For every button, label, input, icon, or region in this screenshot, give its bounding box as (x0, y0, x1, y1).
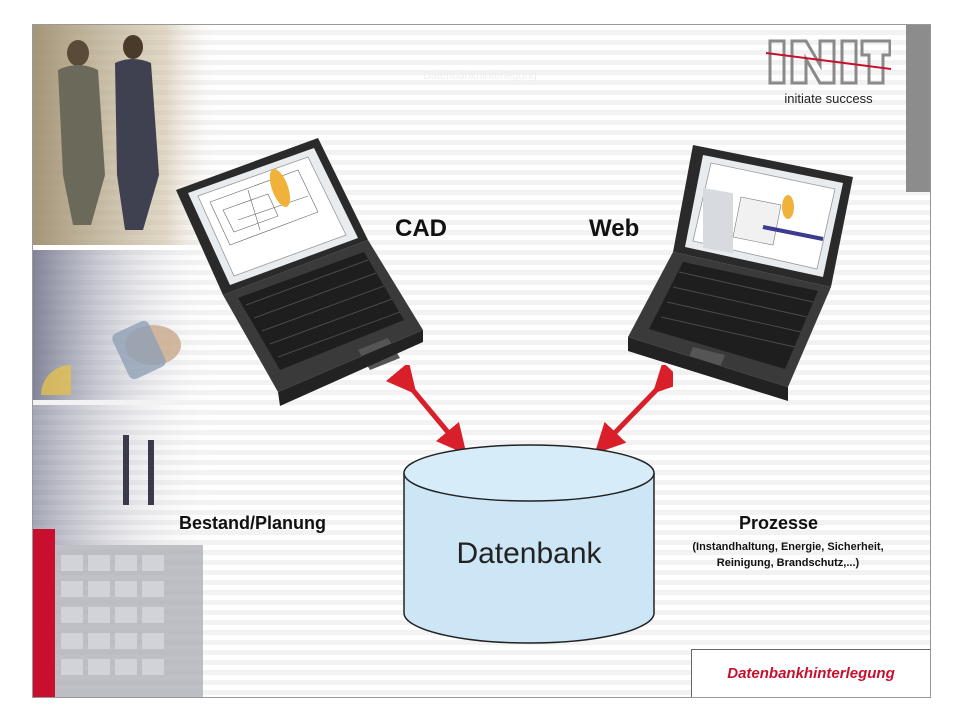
init-logo-icon (765, 39, 892, 85)
laptop-cad-icon (176, 138, 423, 406)
prozesse-detail-line-1: (Instandhaltung, Energie, Sicherheit, (692, 541, 884, 553)
gray-accent-bar (906, 25, 930, 192)
label-web: Web (589, 215, 640, 242)
red-accent-bar (33, 529, 55, 697)
label-prozesse-detail: (Instandhaltung, Energie, Sicherheit, Re… (663, 539, 913, 571)
double-arrow-icon (385, 365, 673, 455)
footer-tag-box: Datenbankhinterlegung (691, 649, 930, 697)
logo-tagline: initiate success (784, 91, 873, 106)
footer-tag: Datenbankhinterlegung (727, 665, 895, 682)
faint-title: Datenbankhinterlegung (423, 70, 537, 82)
prozesse-detail-line-2: Reinigung, Brandschutz,...) (716, 557, 860, 569)
slide: Datenbankhinterlegung initiate success (32, 24, 931, 698)
label-cad: CAD (395, 215, 447, 242)
label-prozesse: Prozesse (739, 513, 819, 533)
photo-collage (33, 25, 223, 697)
laptop-web-icon (628, 145, 853, 401)
database-cylinder-icon (403, 444, 655, 644)
label-bestand-planung: Bestand/Planung (179, 513, 327, 533)
init-logo: initiate success (765, 35, 892, 115)
database-label: Datenbank (456, 537, 602, 570)
